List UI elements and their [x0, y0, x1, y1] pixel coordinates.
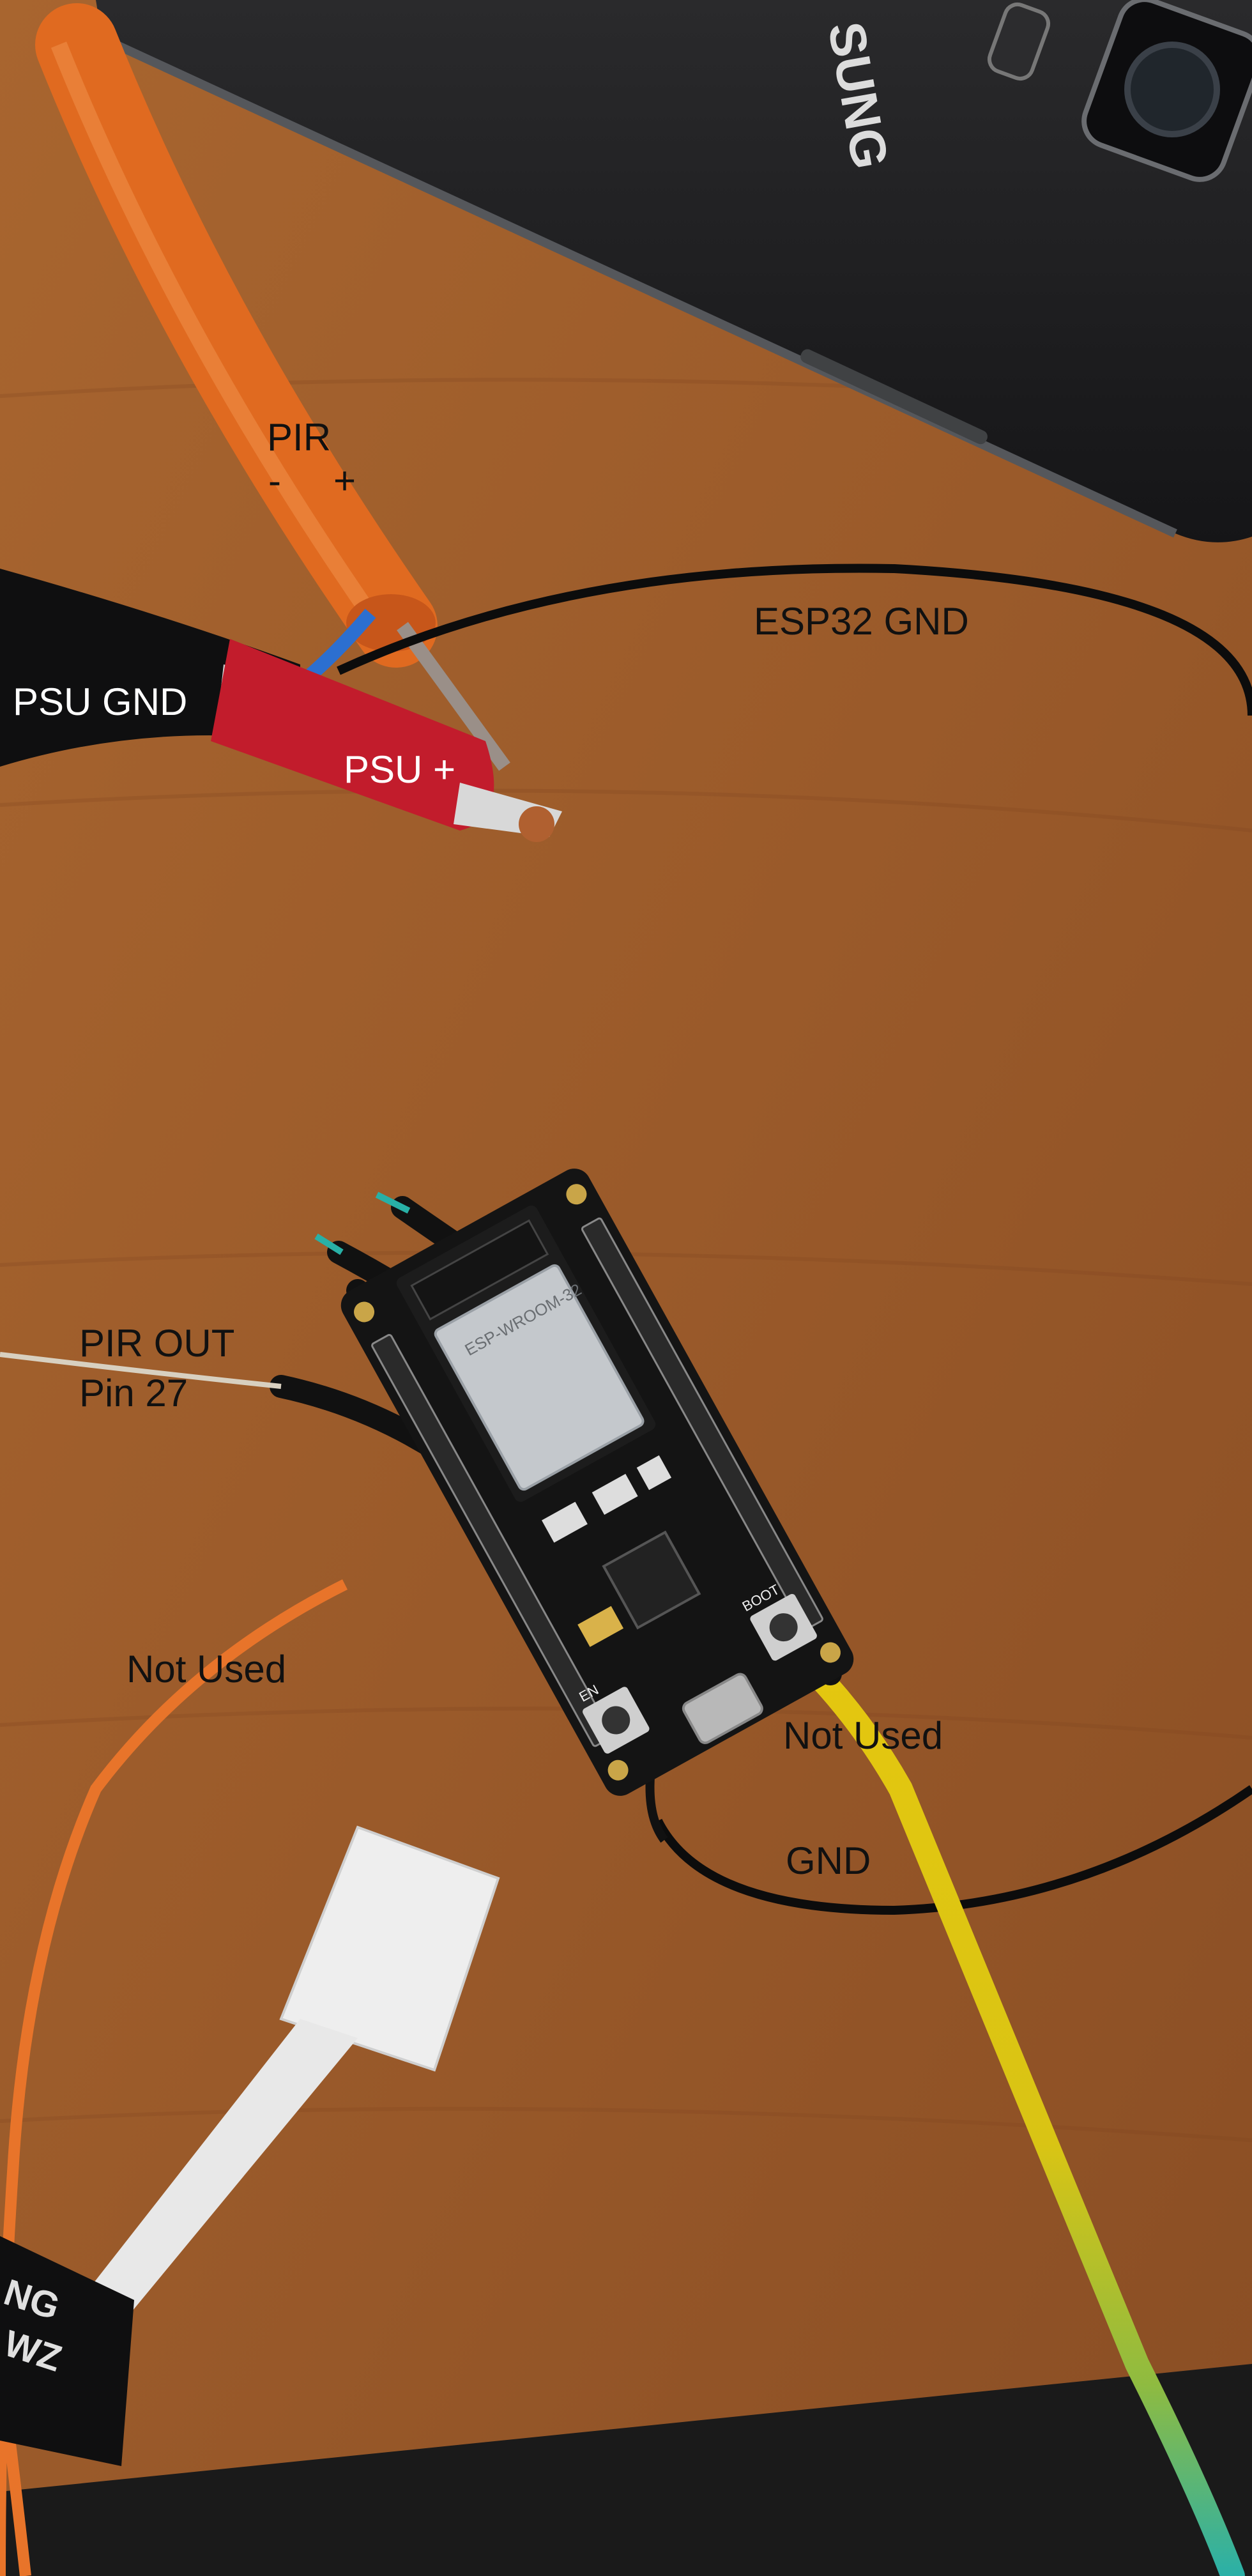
pir-out-wire — [0, 1352, 282, 1389]
micro-usb-port — [682, 1673, 763, 1744]
label-not-used-right: Not Used — [783, 1714, 943, 1757]
pir-cable-orange — [35, 3, 438, 668]
label-pir-minus: - — [268, 459, 281, 502]
phone: SUNG — [96, 0, 1252, 542]
esp32-gnd-wire — [337, 564, 1252, 1915]
label-pir-plus: + — [333, 459, 356, 502]
label-gnd: GND — [786, 1839, 871, 1882]
black-tag: NG WZ — [0, 2236, 134, 2466]
label-pir-out: PIR OUT — [79, 1322, 235, 1365]
header-pins-right — [581, 1217, 823, 1631]
phone-camera-lens — [1124, 42, 1220, 137]
esp32-board: ESP-WROOM-32 EN BOOT — [340, 1169, 854, 1796]
wire-yellow — [742, 1604, 1245, 2576]
label-psu-gnd: PSU GND — [13, 680, 188, 723]
psu-plus-clip — [211, 639, 562, 842]
label-not-used-left: Not Used — [126, 1648, 287, 1690]
bottom-device — [0, 2364, 1252, 2576]
label-psu-plus: PSU + — [344, 748, 456, 791]
label-pin-27: Pin 27 — [79, 1372, 188, 1414]
label-esp32-gnd: ESP32 GND — [754, 600, 969, 643]
label-pir: PIR — [267, 416, 332, 459]
